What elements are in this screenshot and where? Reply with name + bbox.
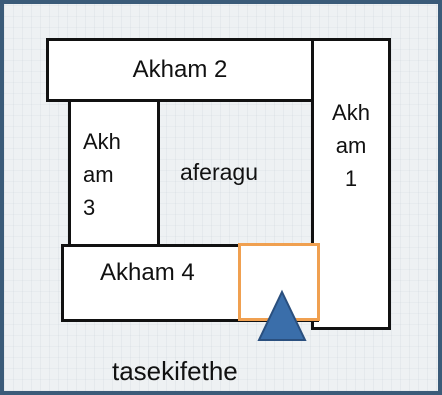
room-akham-3-label-line-1: Akh	[83, 128, 121, 154]
room-akham-2-label: Akham 2	[132, 56, 228, 83]
room-akham-3-label-line-2: am	[83, 161, 114, 187]
room-akham-3: Akh am 3	[68, 99, 160, 249]
room-akham-1-label-line-3: 1	[344, 166, 358, 191]
room-akham-1-label-line-2: am	[335, 133, 367, 158]
triangle-up-icon	[257, 289, 307, 341]
room-akham-2: Akham 2	[46, 38, 314, 102]
entrance-label: tasekifethe	[112, 356, 238, 386]
center-area-label: aferagu	[180, 159, 259, 185]
room-akham-1: Akh am 1	[311, 38, 391, 330]
room-akham-4-label: Akham 4	[100, 259, 195, 286]
room-akham-1-label-line-1: Akh	[332, 100, 370, 125]
room-akham-3-label-line-3: 3	[83, 194, 96, 220]
